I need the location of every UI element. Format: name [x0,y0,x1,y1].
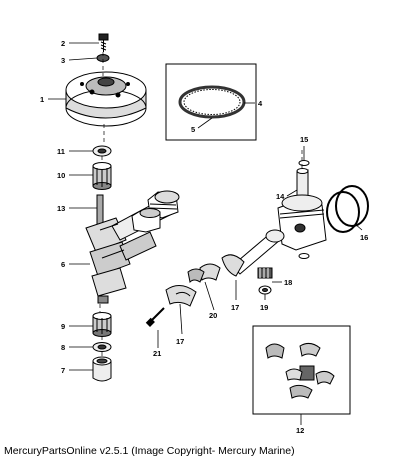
part-rod-washer [258,285,272,295]
part-bolt [98,33,109,52]
part-lower-bearing [92,312,112,337]
callout-7: 7 [61,366,65,375]
part-pin-clip-bottom [298,253,310,259]
bearing-kit-box [252,325,351,415]
part-piston [277,194,327,251]
callout-1: 1 [40,95,44,104]
callout-12: 12 [296,426,304,435]
part-rod-cap-lower [165,285,197,307]
callout-8: 8 [61,343,65,352]
part-lower-washer [92,342,112,352]
part-needle-bearing [257,267,273,279]
callout-3: 3 [61,56,65,65]
copyright-footer: MercuryPartsOnline v2.5.1 (Image Copyrig… [4,445,295,457]
callout-13: 13 [57,204,65,213]
callout-18: 18 [284,278,292,287]
callout-17-left: 17 [176,337,184,346]
part-cap-screw [145,307,165,327]
leader-lines [48,42,363,425]
callout-9: 9 [61,322,65,331]
part-piston-rings [326,185,369,233]
callout-10: 10 [57,171,65,180]
callout-15: 15 [300,135,308,144]
callout-19: 19 [260,303,268,312]
part-seal [92,145,112,157]
ring-gear-box [165,63,257,141]
callout-21: 21 [153,349,161,358]
part-upper-bearing [92,162,112,190]
callout-17-right: 17 [231,303,239,312]
callout-4: 4 [258,99,263,108]
callout-5: 5 [191,125,195,134]
callout-6: 6 [61,260,65,269]
centerlines [99,52,303,357]
part-bearing-halves [265,342,335,399]
part-pin-clip-top [298,160,310,166]
callout-20: 20 [209,311,217,320]
part-ring-gear [178,85,246,119]
exploded-parts-diagram: 2 3 1 4 5 11 10 13 6 9 8 7 15 14 16 17 1… [40,33,369,435]
callout-14: 14 [276,192,285,201]
part-connecting-rod-right [221,229,285,277]
callout-11: 11 [57,147,65,156]
part-crank-piston-lower [131,208,161,233]
part-rod-cap-upper [187,263,221,284]
callout-2: 2 [61,39,65,48]
callout-16: 16 [360,233,368,242]
part-flywheel [65,71,147,127]
part-sleeve [92,356,112,382]
callout-labels: 2 3 1 4 5 11 10 13 6 9 8 7 15 14 16 17 1… [40,39,368,435]
